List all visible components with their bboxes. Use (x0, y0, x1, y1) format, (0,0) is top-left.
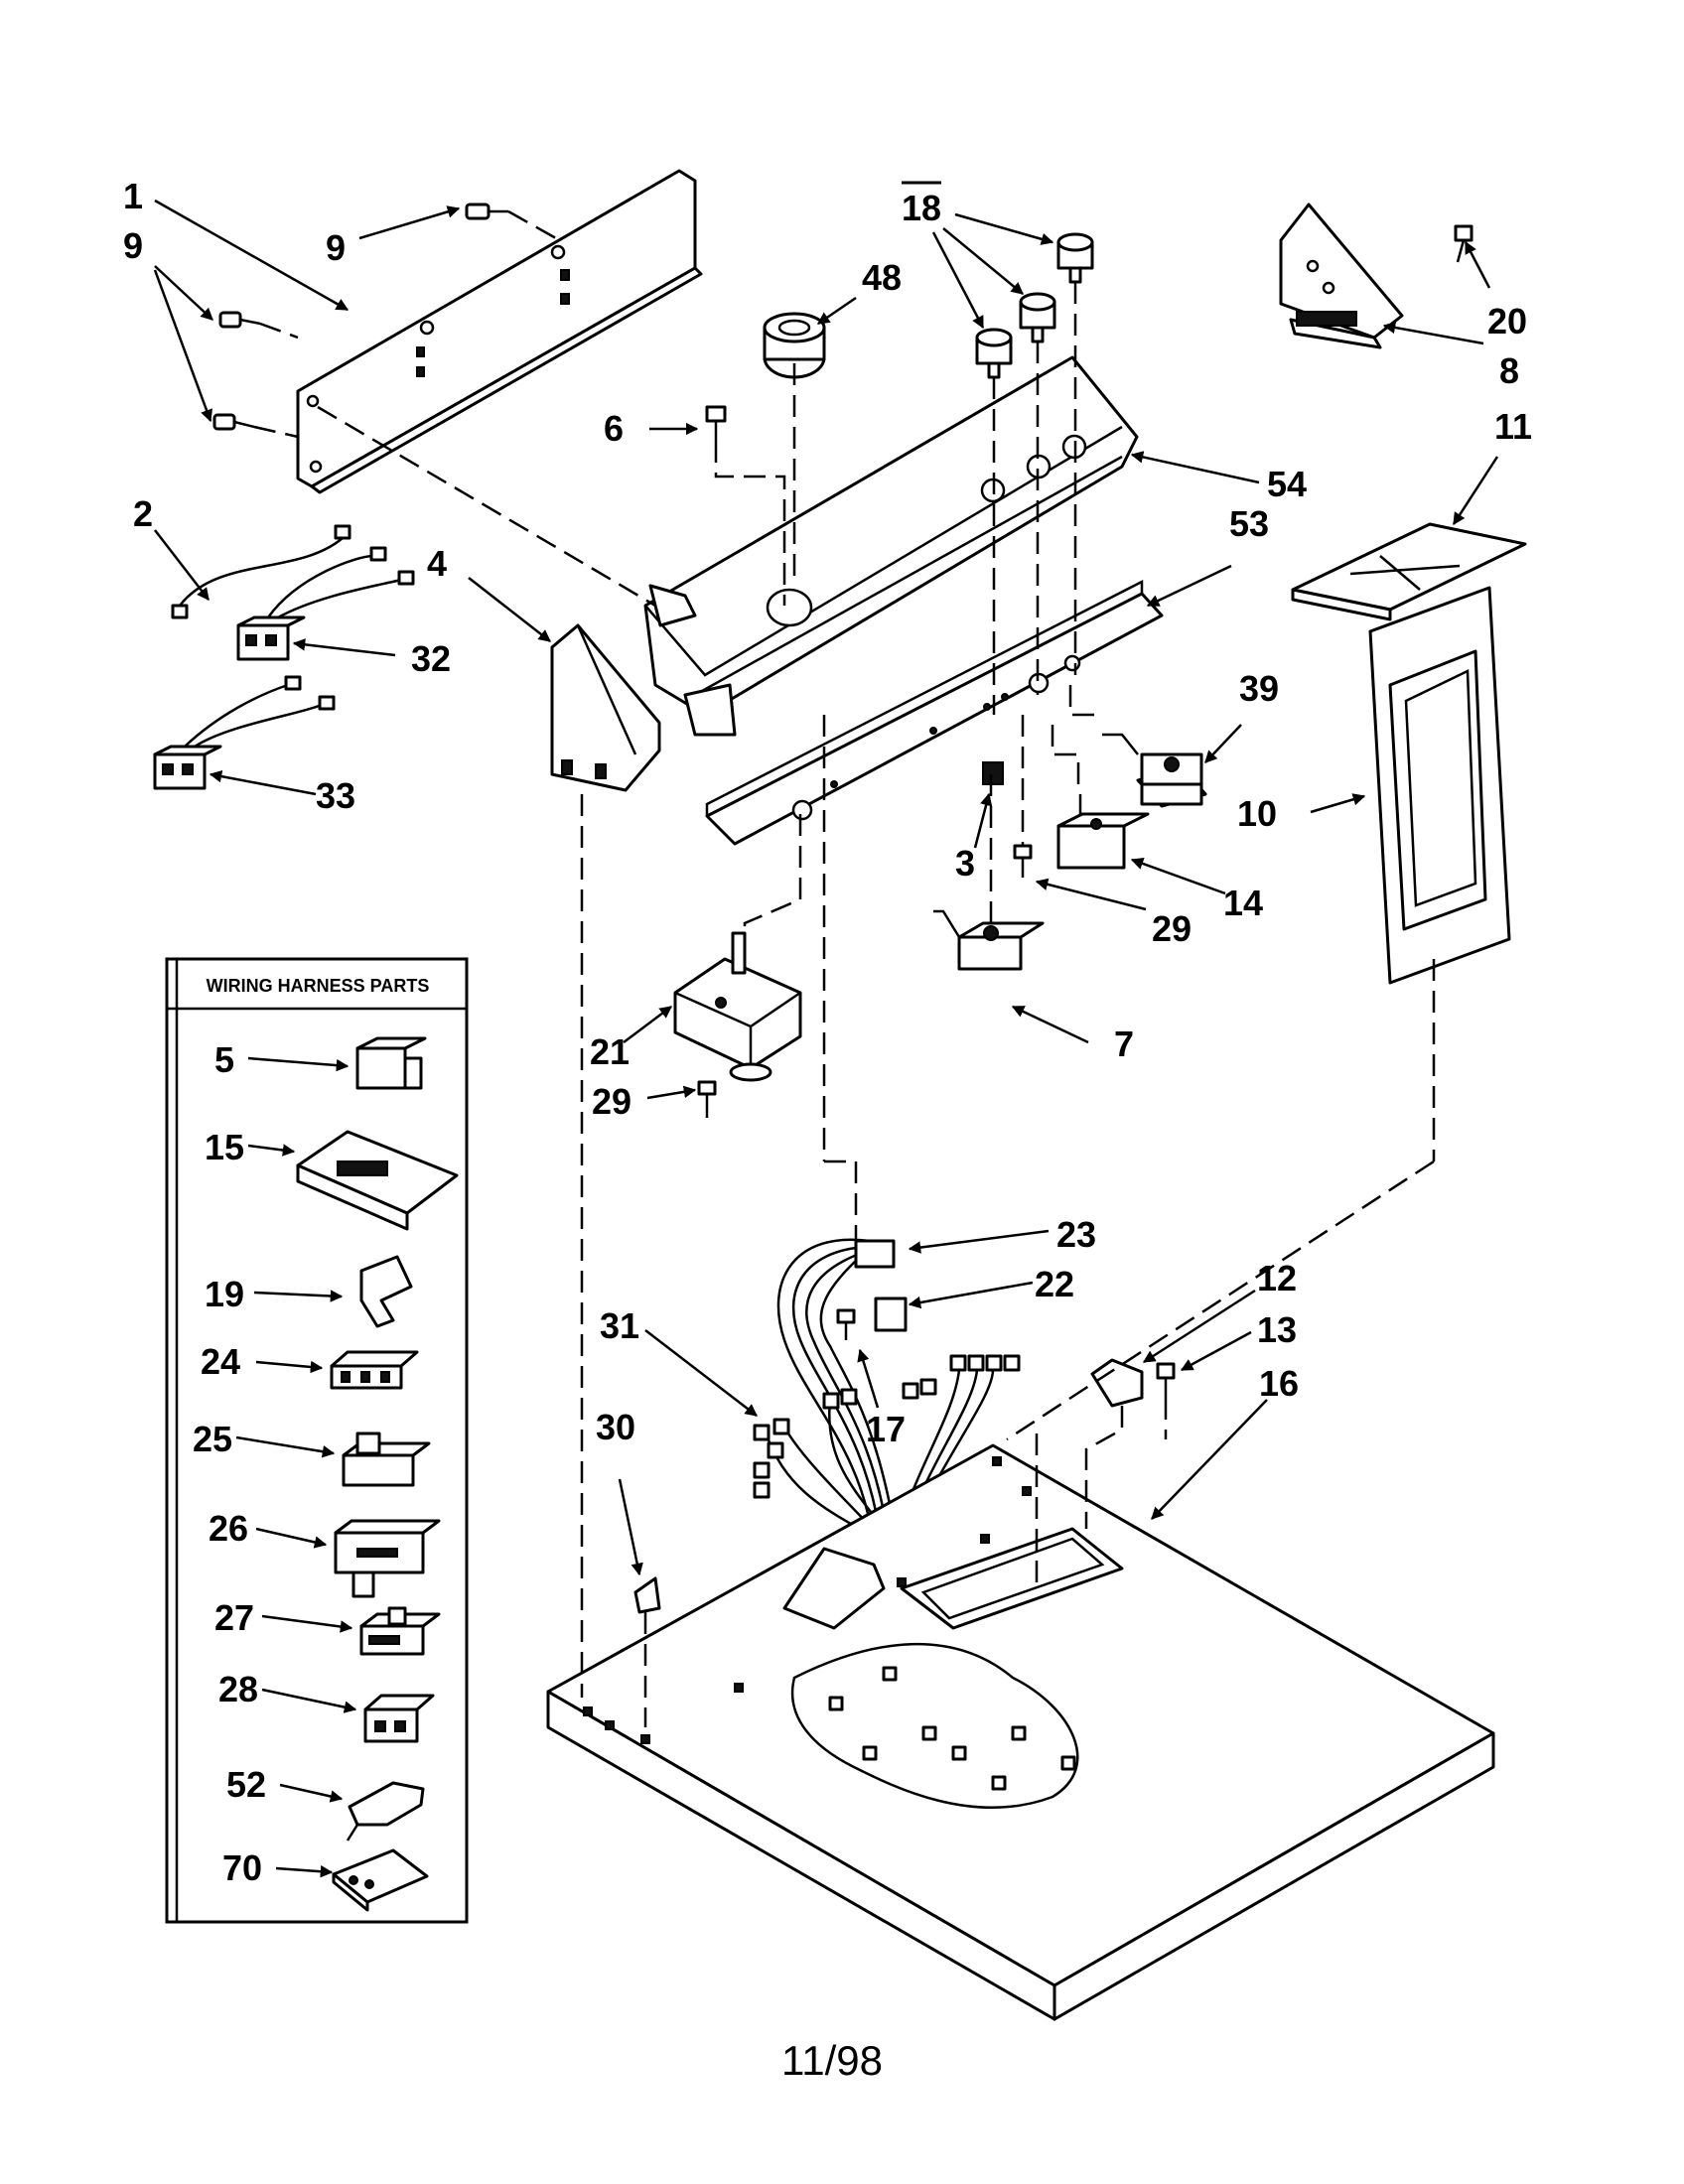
part-7 (933, 909, 1045, 971)
screw-29-upper (1013, 844, 1033, 878)
callout-31: 31 (600, 1305, 639, 1346)
callout-28: 28 (218, 1669, 258, 1709)
callout-5: 5 (214, 1039, 234, 1080)
callout-29-lower: 29 (592, 1081, 632, 1122)
harness-box-title: WIRING HARNESS PARTS (207, 976, 430, 996)
rear-panel-part (296, 169, 703, 494)
screw-20-part (1454, 224, 1474, 263)
harness-part-27 (261, 1606, 441, 1656)
clip-30-part (633, 1576, 661, 1614)
footer-date: 11/98 (781, 2037, 883, 2084)
callout-6: 6 (604, 408, 624, 449)
callout-8: 8 (1499, 350, 1519, 391)
harness-part-25 (235, 1432, 431, 1487)
callout-29-upper: 29 (1152, 908, 1192, 949)
harness-part-70 (275, 1848, 429, 1912)
wiring-harness-parts-box: WIRING HARNESS PARTS (165, 957, 469, 1924)
callout-14: 14 (1223, 883, 1263, 923)
callout-39: 39 (1239, 668, 1279, 709)
knob-48-part (763, 312, 826, 379)
control-console-part (643, 355, 1139, 737)
screw-9-low (212, 413, 255, 431)
callout-7: 7 (1114, 1024, 1134, 1064)
callout-2: 2 (133, 493, 153, 534)
part-3 (982, 761, 1004, 785)
callout-18: 18 (902, 188, 941, 228)
callout-54: 54 (1267, 464, 1307, 504)
harness-part-15 (247, 1130, 459, 1231)
end-cap-4-part (550, 623, 661, 792)
knob-18-left (975, 328, 1013, 379)
callout-9-left: 9 (123, 225, 143, 266)
callout-labels: 1 9 9 2 32 33 4 6 48 18 54 53 20 8 11 39… (123, 176, 1532, 1888)
callout-32: 32 (411, 638, 451, 679)
callout-15: 15 (205, 1127, 244, 1167)
screw-9-mid (218, 311, 261, 329)
callout-30: 30 (596, 1407, 635, 1447)
lower-channel-part (705, 579, 1164, 846)
bracket-8-part (1279, 203, 1404, 349)
harness-part-52 (279, 1781, 425, 1842)
callout-21: 21 (590, 1031, 630, 1072)
harness-part-19 (253, 1255, 413, 1328)
base-top-16-part (546, 1443, 1495, 2021)
callout-1: 1 (123, 176, 143, 216)
connector-32-part (236, 546, 415, 661)
callout-70: 70 (222, 1847, 262, 1888)
harness-2-part (171, 524, 351, 619)
callout-19: 19 (205, 1274, 244, 1314)
switch-39-part (1102, 733, 1207, 808)
callout-16: 16 (1259, 1363, 1299, 1404)
callout-17: 17 (866, 1409, 906, 1449)
callout-33: 33 (316, 775, 355, 816)
screw-29-lower (697, 1080, 717, 1118)
clip-12-part (1090, 1358, 1144, 1408)
callout-23: 23 (1056, 1214, 1096, 1255)
callout-4: 4 (427, 543, 447, 584)
connector-33-part (153, 675, 336, 790)
callout-22: 22 (1035, 1264, 1074, 1304)
panel-frame-10-part (1368, 586, 1511, 985)
screw-13-part (1156, 1362, 1176, 1398)
screw-9-top (465, 203, 508, 220)
callout-48: 48 (862, 257, 902, 298)
callout-26: 26 (209, 1508, 248, 1549)
callout-53: 53 (1229, 503, 1269, 544)
harness-part-26 (255, 1519, 441, 1598)
timer-21-part (673, 931, 802, 1082)
callout-9-top: 9 (326, 227, 346, 268)
callout-13: 13 (1257, 1309, 1297, 1350)
dashed-assembly-lines (253, 209, 1436, 1727)
callout-25: 25 (193, 1419, 232, 1459)
callout-11: 11 (1494, 406, 1532, 447)
cover-11-part (1291, 522, 1527, 621)
callout-27: 27 (214, 1597, 254, 1638)
callout-3: 3 (955, 843, 975, 884)
callout-24: 24 (201, 1341, 240, 1382)
callout-10: 10 (1237, 793, 1277, 834)
knob-18-right (1056, 232, 1094, 284)
callout-52: 52 (226, 1764, 266, 1805)
part-14 (1056, 794, 1150, 870)
harness-part-24 (255, 1350, 419, 1390)
harness-part-28 (261, 1688, 435, 1743)
callout-20: 20 (1487, 301, 1527, 341)
screw-6-part (705, 405, 727, 441)
callout-arrows (153, 199, 1499, 1576)
knob-18-mid (1019, 292, 1056, 343)
callout-12: 12 (1257, 1258, 1297, 1298)
harness-part-5 (247, 1036, 427, 1090)
